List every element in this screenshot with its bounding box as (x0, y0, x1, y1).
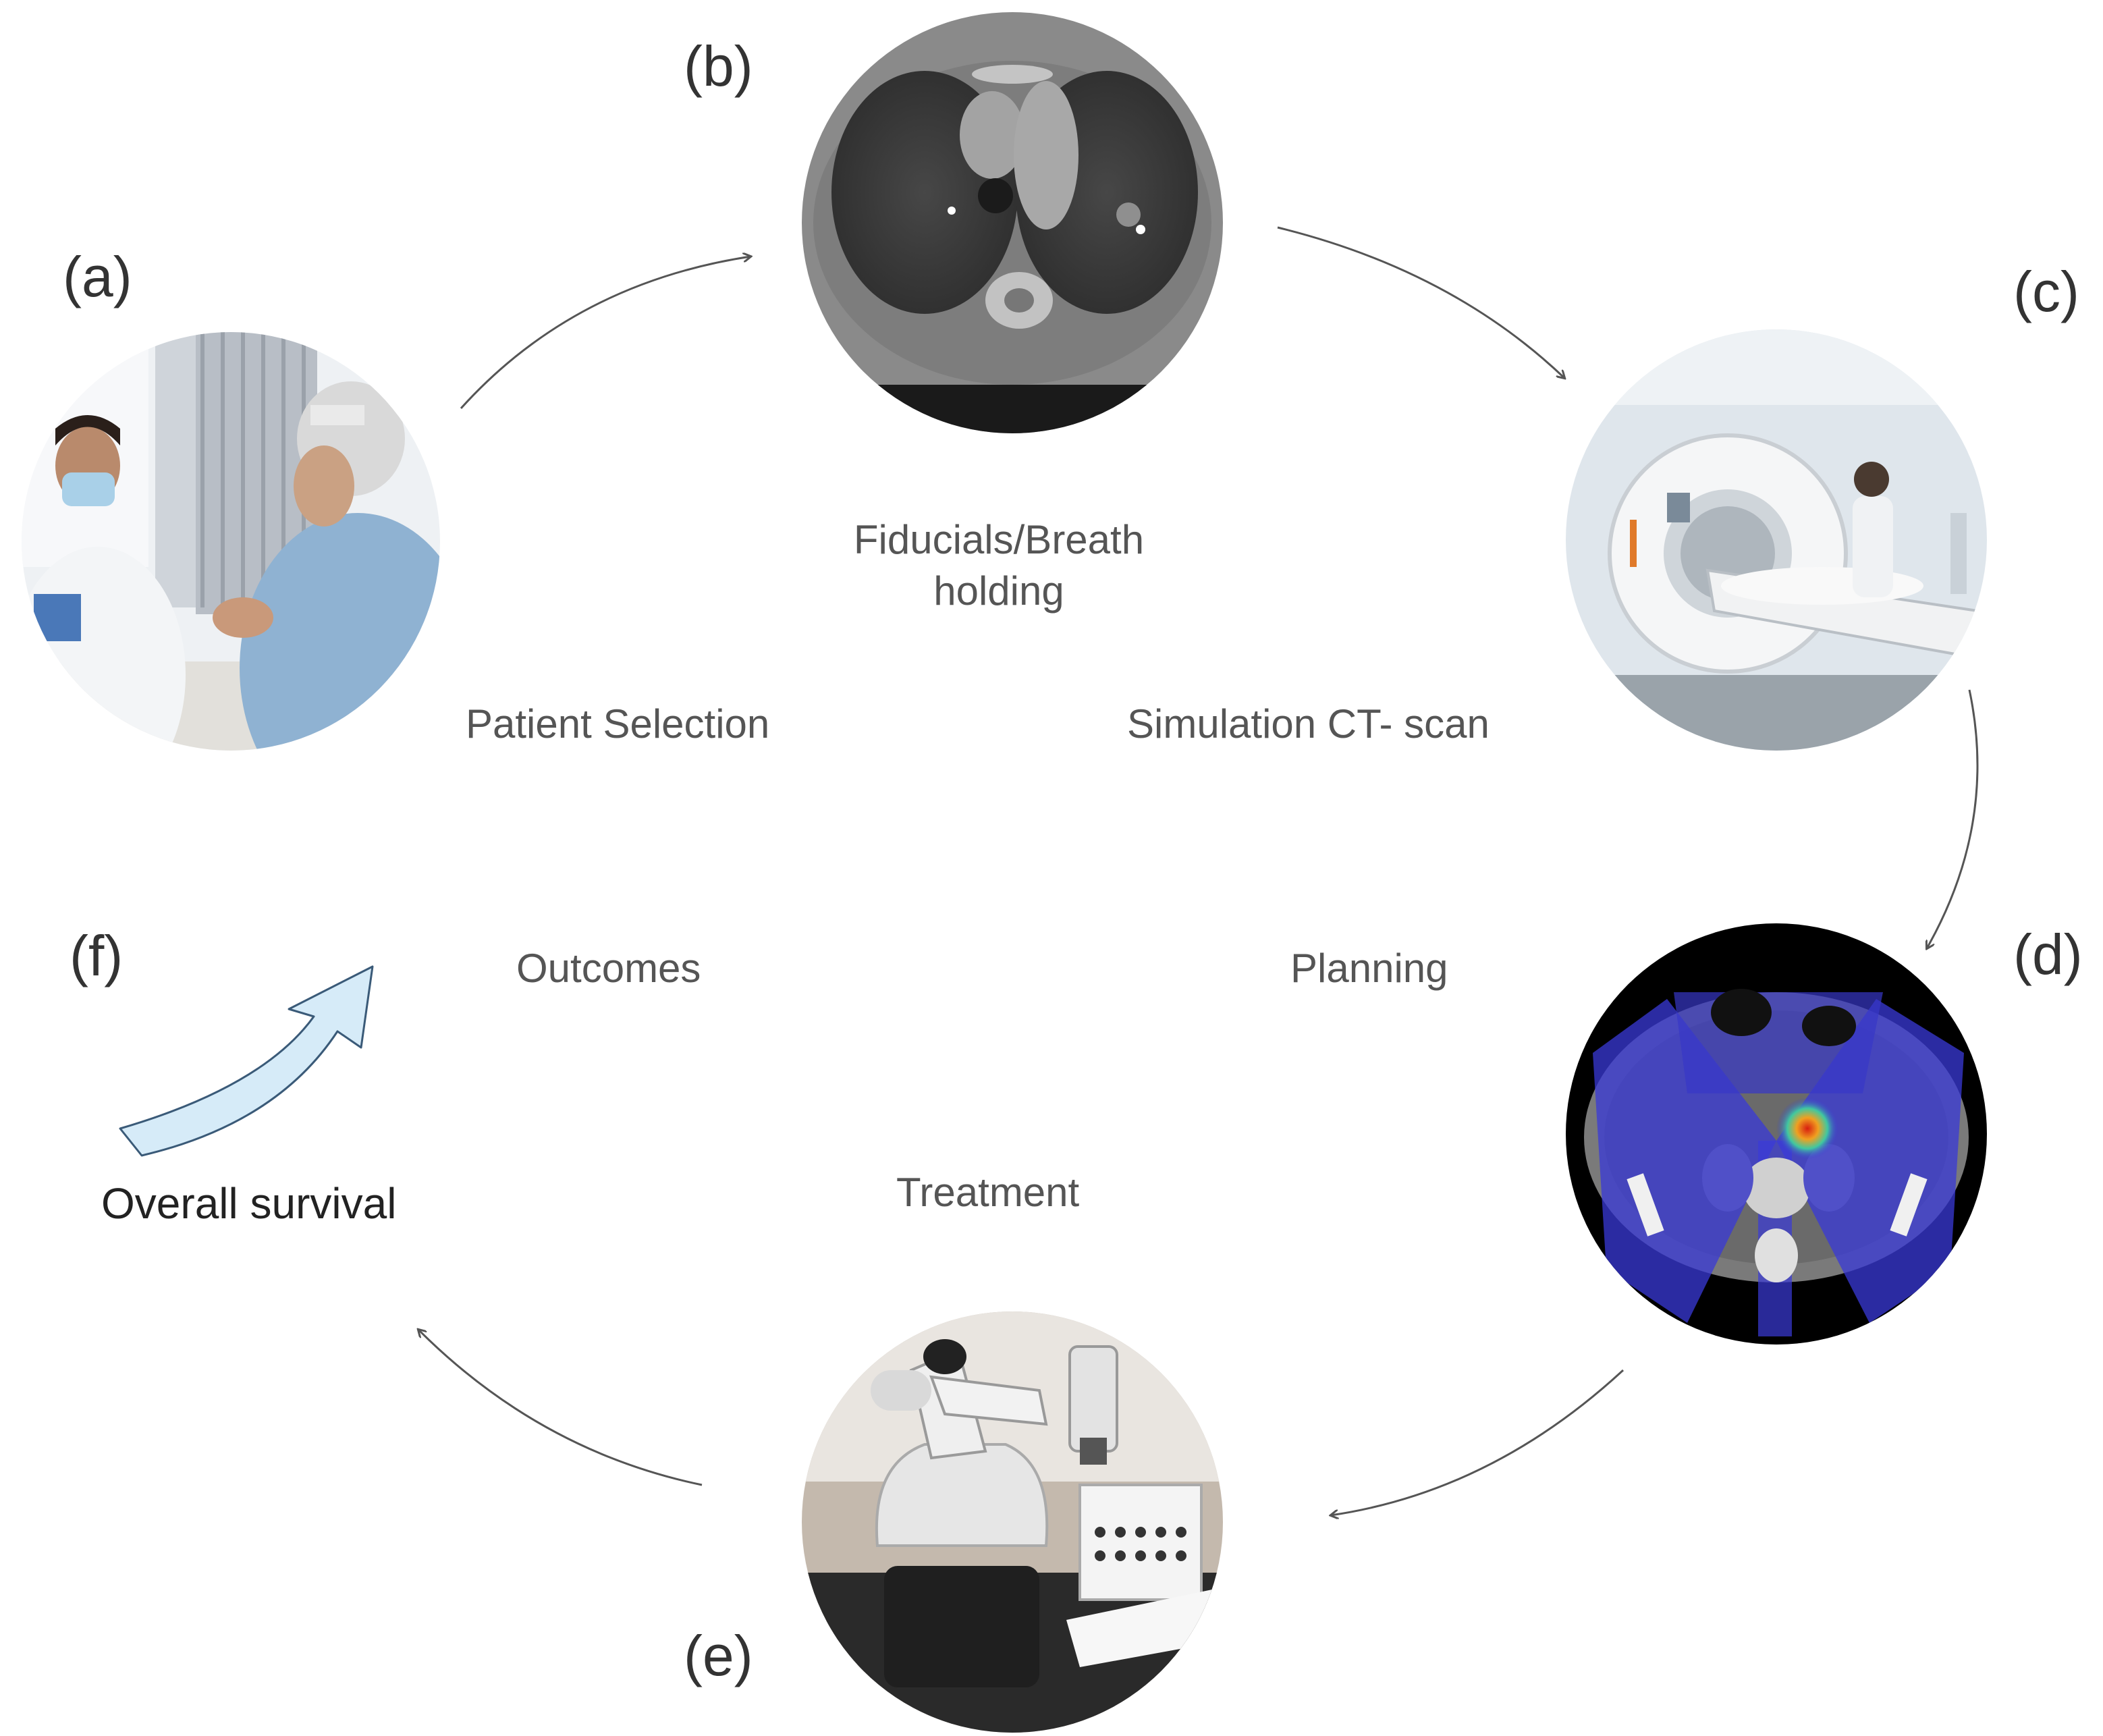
rising-arrow-icon (119, 965, 374, 1157)
step-patient-selection: Patient Selection (466, 701, 770, 747)
panel-label-e: (e) (684, 1624, 753, 1687)
step-simulation: Simulation CT- scan (1127, 701, 1490, 747)
panel-label-c: (c) (2013, 260, 2079, 323)
arrow-c-to-d (1927, 689, 1979, 948)
panel-label-b: (b) (684, 34, 753, 98)
panel-label-a: (a) (63, 245, 132, 308)
arrow-b-to-c (1277, 226, 1564, 378)
step-fiducials: Fiducials/Breath holding (830, 514, 1168, 617)
arrow-a-to-b (460, 256, 750, 410)
panel-b-ct-image (802, 12, 1223, 433)
panel-label-d: (d) (2013, 923, 2083, 986)
arrow-d-to-e (1331, 1369, 1624, 1515)
step-outcomes: Outcomes (516, 946, 701, 991)
step-fiducials-line2: holding (933, 568, 1064, 614)
step-fiducials-line1: Fiducials/Breath (853, 517, 1145, 562)
panel-c-photo (1566, 329, 1987, 751)
panel-a-photo (22, 332, 440, 751)
panel-e-photo (802, 1311, 1223, 1733)
step-planning: Planning (1290, 946, 1448, 991)
overall-survival-label: Overall survival (101, 1179, 397, 1228)
step-treatment: Treatment (896, 1170, 1080, 1215)
panel-label-f: (f) (70, 924, 124, 987)
panel-d-dose-image (1566, 923, 1987, 1345)
arrow-e-to-f (418, 1330, 703, 1486)
